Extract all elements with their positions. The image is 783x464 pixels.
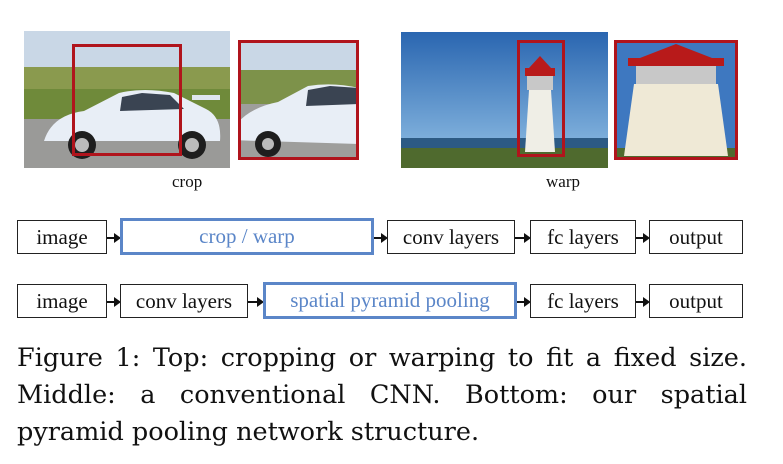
- crop-region-box: [72, 44, 182, 156]
- crop-caption: crop: [172, 172, 203, 191]
- arrow: [636, 297, 650, 307]
- lighthouse-warp-frame: [614, 40, 738, 160]
- car-photo: [24, 31, 230, 168]
- figure-caption: Figure 1: Top: cropping or warping to fi…: [17, 343, 747, 447]
- warp-caption: warp: [546, 172, 580, 191]
- bottom-fc-layers-box: fc layers: [530, 284, 636, 318]
- arrow: [248, 297, 264, 307]
- arrow: [107, 297, 121, 307]
- arrow: [636, 233, 650, 243]
- bottom-image-box: image: [17, 284, 107, 318]
- car-crop-photo: [238, 40, 359, 160]
- spatial-pyramid-pooling-box: spatial pyramid pooling: [263, 282, 517, 319]
- arrow: [515, 233, 531, 243]
- bottom-output-box: output: [649, 284, 743, 318]
- bottom-conv-layers-box: conv layers: [120, 284, 248, 318]
- arrow: [374, 233, 388, 243]
- lighthouse-photo: [401, 32, 608, 168]
- middle-fc-layers-box: fc layers: [530, 220, 636, 254]
- car-crop-frame: [238, 40, 359, 160]
- middle-image-box: image: [17, 220, 107, 254]
- arrow: [107, 233, 121, 243]
- warp-region-box: [517, 40, 565, 157]
- crop-warp-box: crop / warp: [120, 218, 374, 255]
- arrow: [517, 297, 531, 307]
- middle-output-box: output: [649, 220, 743, 254]
- lighthouse-warp-photo: [614, 40, 738, 160]
- middle-conv-layers-box: conv layers: [387, 220, 515, 254]
